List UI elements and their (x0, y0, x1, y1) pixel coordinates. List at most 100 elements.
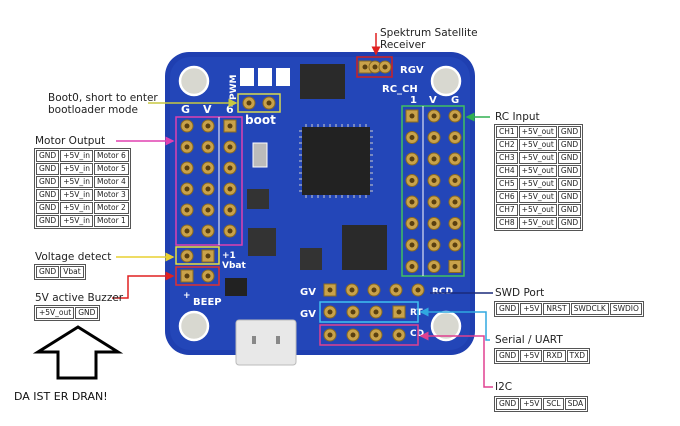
spektrum-pad-hole (362, 64, 368, 70)
swd-pad-hole (371, 287, 377, 293)
buzzer-pad-hole (205, 273, 211, 279)
small-ic (247, 189, 269, 209)
pin-cell: +5V (520, 398, 543, 410)
pin-cell: +5V_out (518, 191, 557, 203)
rc-pad-hole (409, 135, 415, 140)
rc-pad-hole (431, 135, 437, 140)
usb-connector (235, 319, 297, 366)
silk-v2: V (429, 95, 437, 106)
leds (240, 68, 290, 86)
silk-6: 6 (226, 103, 234, 116)
i2c-pad-hole (327, 332, 333, 338)
pin-cell: +5V_in (60, 202, 93, 214)
boot0-label: Boot0, short to enter bootloader mode (48, 92, 158, 116)
silk-gv1: GV (300, 287, 316, 298)
motor-pad-hole (205, 123, 211, 129)
rc-pad-hole (452, 135, 458, 140)
voltage-detect-label: Voltage detect (35, 251, 112, 263)
rc-pad-hole (409, 242, 415, 248)
rc-pad-hole (431, 221, 437, 226)
pin-cell: CH2 (496, 139, 518, 151)
rc-pad-hole (409, 156, 415, 162)
uart-pad-hole (350, 309, 356, 315)
swd-pad-hole (349, 287, 355, 293)
rc-pad-hole (452, 178, 458, 183)
pin-cell: GND (36, 150, 60, 162)
silk-gv2: GV (300, 309, 316, 320)
pin-cell: CH5 (496, 178, 518, 190)
regulator-chip (300, 248, 322, 270)
baro-chip (248, 228, 276, 256)
motor-pad-hole (184, 186, 190, 192)
pin-cell: SCL (543, 398, 564, 410)
silk-g2: G (451, 95, 459, 106)
pin-cell: GND (36, 202, 60, 214)
pin-cell: SDA (564, 398, 587, 410)
swd-port-label: SWD Port (495, 287, 545, 299)
pin-cell: SWDCLK (570, 303, 609, 315)
silk-vbat: Vbat (222, 261, 246, 271)
boot0-label-line1: Boot0, short to enter (48, 92, 158, 104)
buzzer-pad-hole (184, 273, 190, 279)
pin-cell: CH6 (496, 191, 518, 203)
rc-pad-hole (431, 199, 437, 205)
pin-cell: GND (36, 266, 60, 278)
motor-pad-hole (184, 165, 190, 171)
uart-pad-hole (373, 309, 379, 315)
silk-pwm: PWM (229, 74, 239, 100)
motor-pad-hole (184, 228, 190, 234)
pin-cell: GND (36, 176, 60, 188)
serial-uart-label: Serial / UART (495, 334, 563, 346)
silk-1: 1 (410, 95, 417, 106)
spektrum-label: Spektrum Satellite Receiver (380, 27, 478, 51)
pin-cell: Motor 6 (93, 150, 129, 162)
pin-cell: GND (496, 303, 520, 315)
silk-cd: CD (410, 329, 424, 339)
rc-pad-hole (452, 221, 458, 226)
rc-pad-hole (431, 156, 437, 162)
mcu-chip (299, 124, 373, 198)
pin-cell: +5V_out (518, 217, 557, 229)
rc-pad-hole (409, 264, 415, 269)
swd-pad-hole (393, 287, 399, 293)
pin-cell: CH8 (496, 217, 518, 229)
uart-pad-hole (396, 309, 402, 315)
rc-pad-hole (409, 178, 415, 183)
silk-g: G (181, 103, 190, 116)
pin-cell: GND (557, 126, 582, 138)
pin-cell: +5V_out (518, 139, 557, 151)
spektrum-label-line2: Receiver (380, 39, 426, 51)
uart-pad-hole (327, 309, 333, 315)
swd-pad-hole (327, 287, 333, 293)
motor-pad-hole (205, 165, 211, 171)
i2c-label: I2C (495, 381, 513, 393)
pin-cell: SWDIO (609, 303, 642, 315)
pin-cell: GND (36, 189, 60, 201)
motor-pad-hole (205, 228, 211, 234)
rc-pad-hole (431, 113, 437, 119)
pin-cell: NRST (543, 303, 570, 315)
rc-pad-hole (431, 242, 437, 248)
motor-output-label: Motor Output (35, 135, 106, 147)
spektrum-label-line1: Spektrum Satellite (380, 27, 478, 39)
motor-pad-hole (227, 186, 233, 192)
pin-cell: GND (557, 139, 582, 151)
pin-cell: Motor 3 (93, 189, 129, 201)
pin-cell: +5V_in (60, 189, 93, 201)
pin-cell: +5V_in (60, 176, 93, 188)
